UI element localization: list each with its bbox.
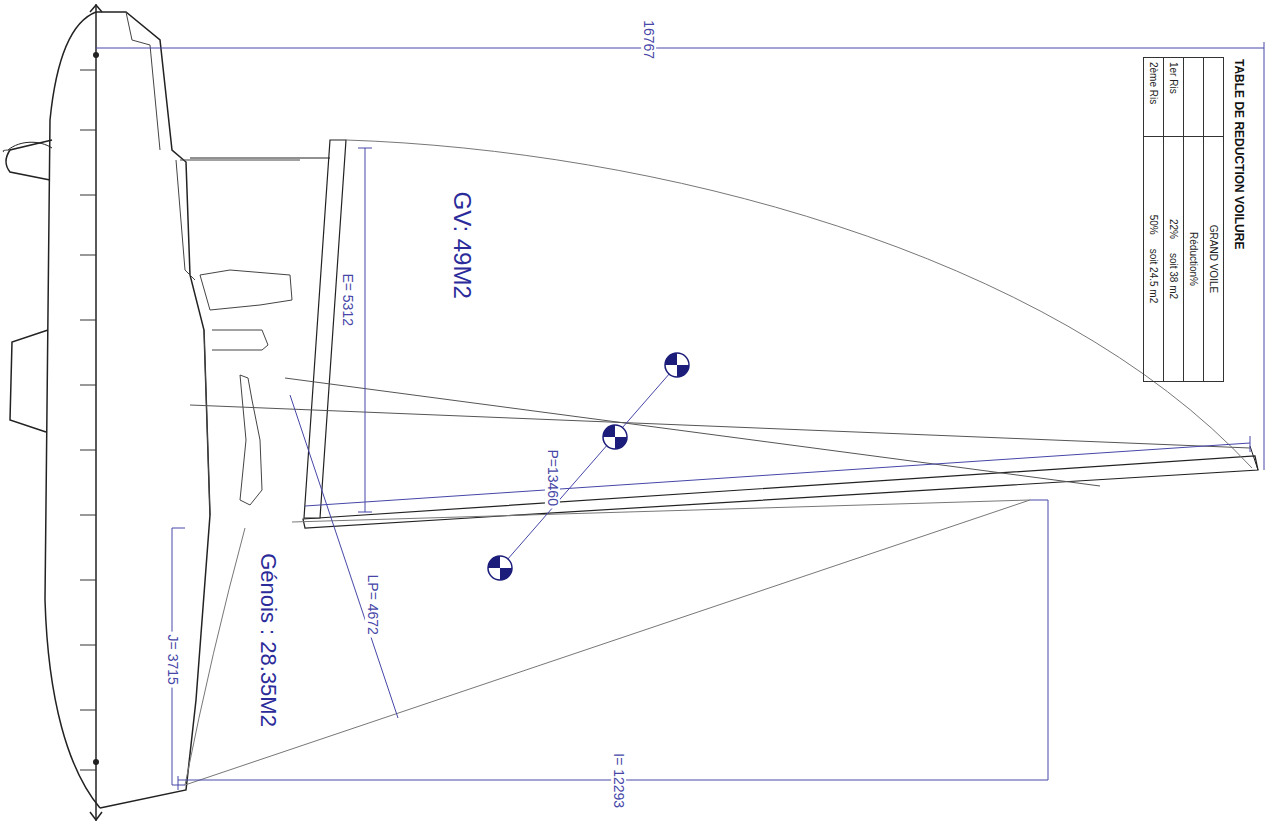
hull-ticks — [80, 70, 96, 770]
genoa — [185, 500, 1030, 785]
reduction-table: TABLE DE REDUCTION VOILURE GRAND VOILE Réd… — [1122, 57, 1250, 387]
dimension-label: LP= 4672 — [364, 572, 379, 638]
table-cell: GRAND VOILE — [1208, 225, 1219, 293]
dimension-label: 16767 — [640, 18, 655, 63]
dimension-label: E= 5312 — [339, 271, 354, 330]
table-cell: Réduction% — [1188, 232, 1199, 286]
dimension-label: I= 12293 — [610, 751, 625, 812]
centre-of-effort — [488, 353, 689, 580]
hull — [6, 4, 210, 821]
table-grid: GRAND VOILE Réduction% 1er Ris 22% soit 38 m… — [1143, 57, 1224, 382]
table-cell: 22% — [1168, 219, 1179, 239]
table-cell: 50% — [1148, 215, 1159, 235]
dimension-lines — [96, 42, 1264, 790]
table-cell: soit 38 m2 — [1168, 253, 1179, 299]
cabin — [3, 12, 300, 515]
sail-area-label: GV: 49M2 — [449, 191, 475, 298]
dimension-label: P=13460 — [544, 447, 559, 509]
dimension-label: J= 3715 — [164, 632, 179, 688]
table-cell: soit 24.5 m2 — [1148, 249, 1159, 303]
mainsail — [346, 140, 1252, 468]
shrouds — [190, 378, 1250, 486]
sail-area-label: Génois : 28.35M2 — [256, 553, 280, 727]
table-cell: 1er Ris — [1168, 62, 1179, 94]
table-cell: 2ème Ris — [1148, 62, 1159, 104]
boom — [304, 140, 346, 518]
table-title: TABLE DE REDUCTION VOILURE — [1224, 57, 1250, 387]
